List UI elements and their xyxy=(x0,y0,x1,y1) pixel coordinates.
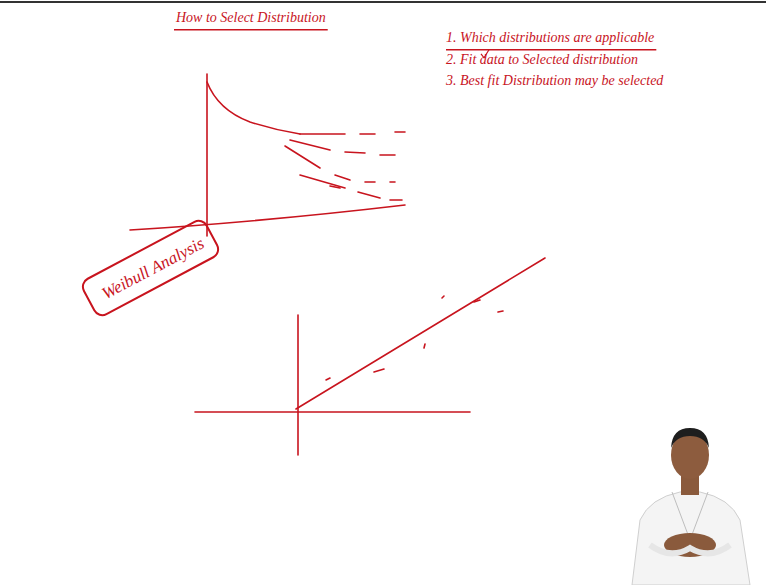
note-text: Weibull Analysis xyxy=(98,234,207,305)
fit-line-3 xyxy=(285,146,395,182)
list-item: 1. Which distributions are applicable xyxy=(446,30,654,47)
presenter-photo xyxy=(632,428,750,585)
y-axis xyxy=(206,74,208,236)
y-axis xyxy=(297,315,299,455)
data-points xyxy=(326,296,503,380)
list-item: 2. Fit data to Selected distribution xyxy=(446,52,638,69)
item-underline xyxy=(446,49,656,50)
decay-curve xyxy=(207,82,300,134)
fit-line-1 xyxy=(300,132,405,134)
title-underline xyxy=(174,29,328,30)
slide-title: How to Select Distribution xyxy=(176,10,326,27)
fit-line-2 xyxy=(290,140,395,155)
fit-line-4 xyxy=(300,175,402,200)
x-axis xyxy=(195,411,470,413)
fit-line xyxy=(296,258,545,409)
slide-border xyxy=(0,1,766,3)
linear-plot xyxy=(195,258,545,455)
decay-plot xyxy=(130,74,405,236)
fit-line-5 xyxy=(330,186,340,188)
list-item: 3. Best fit Distribution may be selected xyxy=(446,73,663,90)
x-axis xyxy=(130,205,405,230)
boxed-note: Weibull Analysis xyxy=(78,216,222,319)
